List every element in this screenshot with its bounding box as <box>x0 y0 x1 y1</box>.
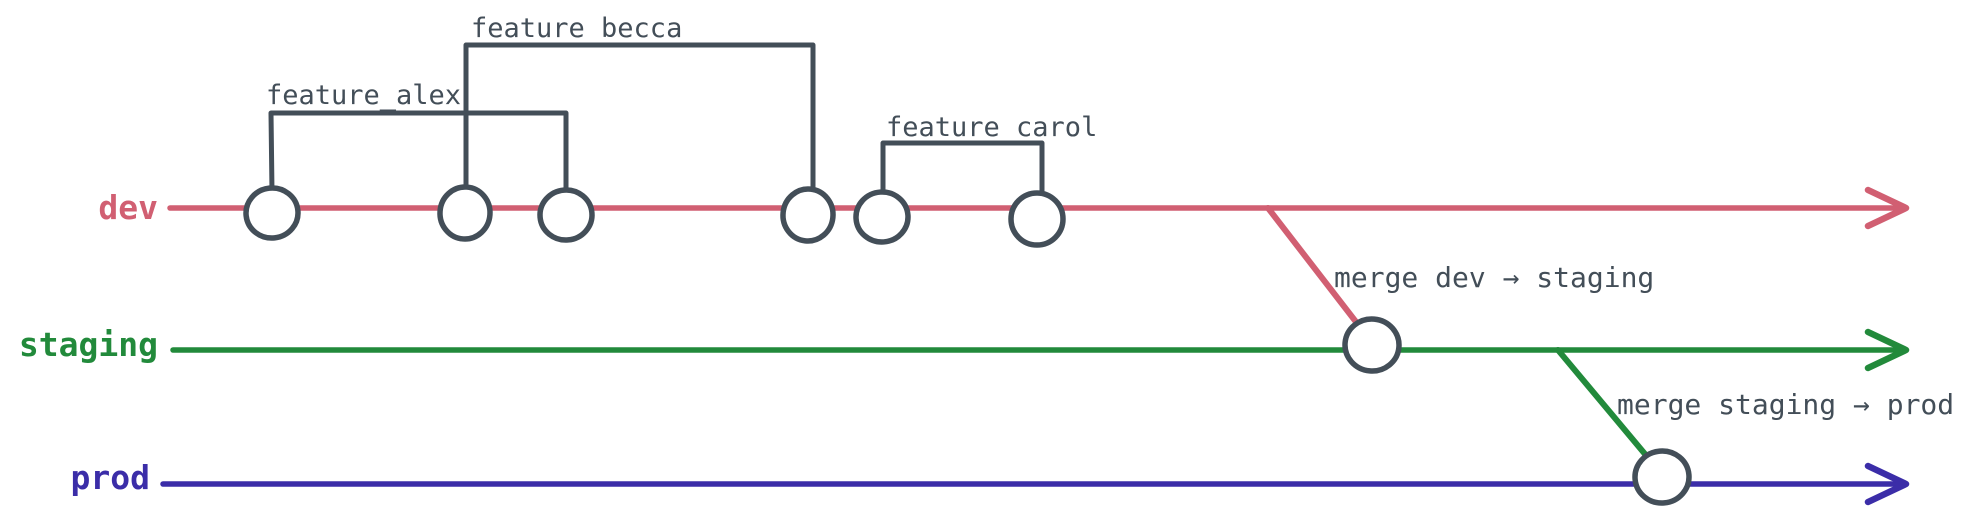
commit-node-dev-3 <box>537 187 595 243</box>
feature-alex-bracket <box>268 110 569 195</box>
prod-branch-label: prod <box>71 458 150 497</box>
merge-dev-staging-edge <box>1265 205 1373 343</box>
feature-becca-label: feature_becca <box>471 13 682 44</box>
dev-branch-label: dev <box>98 188 158 227</box>
dev-branch-arrowhead-icon <box>1864 186 1910 230</box>
prod-branch-arrowhead-icon <box>1864 462 1910 506</box>
feature-becca-bracket <box>463 42 816 193</box>
staging-branch-arrowhead-icon <box>1864 328 1910 372</box>
commit-node-dev-5 <box>853 189 911 245</box>
merge-staging-prod-edge <box>1555 347 1663 475</box>
merge-dev-staging-label: merge dev → staging <box>1334 261 1654 294</box>
commit-node-prod-merge <box>1632 448 1692 506</box>
feature-carol-bracket <box>880 140 1045 195</box>
commit-node-dev-6 <box>1008 190 1066 248</box>
commit-node-dev-2 <box>437 184 493 242</box>
feature-alex-label: feature_alex <box>266 80 461 111</box>
feature-carol-label: feature_carol <box>886 112 1097 143</box>
commit-node-staging-merge <box>1342 316 1402 374</box>
merge-staging-prod-label: merge staging → prod <box>1617 388 1954 421</box>
staging-branch-label: staging <box>19 325 158 364</box>
commit-node-dev-4 <box>780 186 836 244</box>
commit-node-dev-1 <box>243 185 301 241</box>
